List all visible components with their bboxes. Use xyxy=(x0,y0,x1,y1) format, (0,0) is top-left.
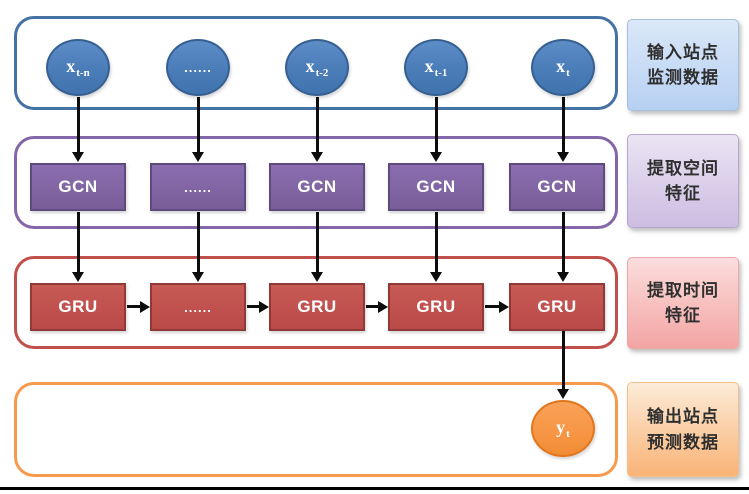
arrow-gru2-gru3 xyxy=(247,305,260,308)
node-label-sub: t-2 xyxy=(315,67,329,79)
node-label: GCN xyxy=(58,177,98,196)
side-label-temporal-features: 提取时间 特征 xyxy=(627,257,739,349)
node-label-base: x xyxy=(556,56,566,76)
node-label-sub: t xyxy=(566,428,570,440)
input-node-xt1: xt-1 xyxy=(404,39,468,96)
side-label-line2: 监测数据 xyxy=(647,68,719,87)
side-label-line2: 预测数据 xyxy=(647,432,719,452)
input-node-xtn: xt-n xyxy=(46,39,110,96)
node-label: xt-2 xyxy=(306,56,329,79)
arrow-gcn-gru-5 xyxy=(561,212,565,273)
gcn-node-dots: ...... xyxy=(150,163,246,211)
arrow-gru1-gru2 xyxy=(127,305,141,308)
arrow-gru4-gru5 xyxy=(485,305,500,308)
gru-node-4: GRU xyxy=(388,283,484,331)
side-label-line1: 输入站点 xyxy=(647,42,719,62)
side-label-line2: 特征 xyxy=(665,184,701,203)
gru-node-3: GRU xyxy=(269,283,365,331)
node-label: GRU xyxy=(58,297,98,316)
arrow-input-gcn-1 xyxy=(76,97,80,153)
output-node-yt: yt xyxy=(531,400,595,457)
node-label: xt xyxy=(556,56,570,79)
node-label-base: x xyxy=(305,56,315,76)
side-label-output-data: 输出站点 预测数据 xyxy=(627,382,739,477)
gcn-node-4: GCN xyxy=(388,163,484,211)
node-label: xt-n xyxy=(66,56,89,79)
node-label: GCN xyxy=(297,177,337,196)
node-label: GCN xyxy=(416,177,456,196)
node-label-sub: t xyxy=(566,67,570,79)
side-label-spatial-features: 提取空间 特征 xyxy=(627,134,739,228)
bottom-rule xyxy=(0,487,749,490)
node-label: GRU xyxy=(537,297,577,316)
node-label: ...... xyxy=(184,299,212,315)
arrow-gcn-gru-1 xyxy=(76,212,80,273)
side-label-line1: 提取空间 xyxy=(647,158,719,178)
node-label: ...... xyxy=(184,60,212,75)
arrow-gru-output xyxy=(561,331,565,390)
node-label: GRU xyxy=(416,297,456,316)
gru-node-dots: ...... xyxy=(150,283,246,331)
arrow-gru3-gru4 xyxy=(366,305,379,308)
gru-node-5: GRU xyxy=(509,283,605,331)
node-label-base: x xyxy=(424,56,434,76)
arrow-input-gcn-2 xyxy=(196,97,200,153)
output-stage-container xyxy=(14,382,618,477)
node-label: GRU xyxy=(297,297,337,316)
gcn-node-1: GCN xyxy=(30,163,126,211)
input-node-dots: ...... xyxy=(166,39,230,96)
side-label-line1: 提取时间 xyxy=(647,280,719,300)
side-label-line2: 特征 xyxy=(665,306,701,325)
arrow-input-gcn-3 xyxy=(315,97,319,153)
arrow-gcn-gru-4 xyxy=(434,212,438,273)
arrow-input-gcn-5 xyxy=(561,97,565,153)
node-label: xt-1 xyxy=(425,56,448,79)
node-label: ...... xyxy=(184,179,212,195)
arrow-gcn-gru-2 xyxy=(196,212,200,273)
node-label: yt xyxy=(556,417,570,440)
node-label-sub: t-1 xyxy=(434,67,448,79)
node-label-base: x xyxy=(66,56,76,76)
node-label: GCN xyxy=(537,177,577,196)
input-node-xt: xt xyxy=(531,39,595,96)
arrow-gcn-gru-3 xyxy=(315,212,319,273)
arrow-input-gcn-4 xyxy=(434,97,438,153)
side-label-line1: 输出站点 xyxy=(647,407,719,426)
side-label-input-data: 输入站点 监测数据 xyxy=(627,19,739,111)
gcn-node-3: GCN xyxy=(269,163,365,211)
gru-node-1: GRU xyxy=(30,283,126,331)
node-label-base: y xyxy=(556,417,566,437)
input-node-xt2: xt-2 xyxy=(285,39,349,96)
gcn-node-5: GCN xyxy=(509,163,605,211)
node-label-sub: t-n xyxy=(76,67,90,79)
